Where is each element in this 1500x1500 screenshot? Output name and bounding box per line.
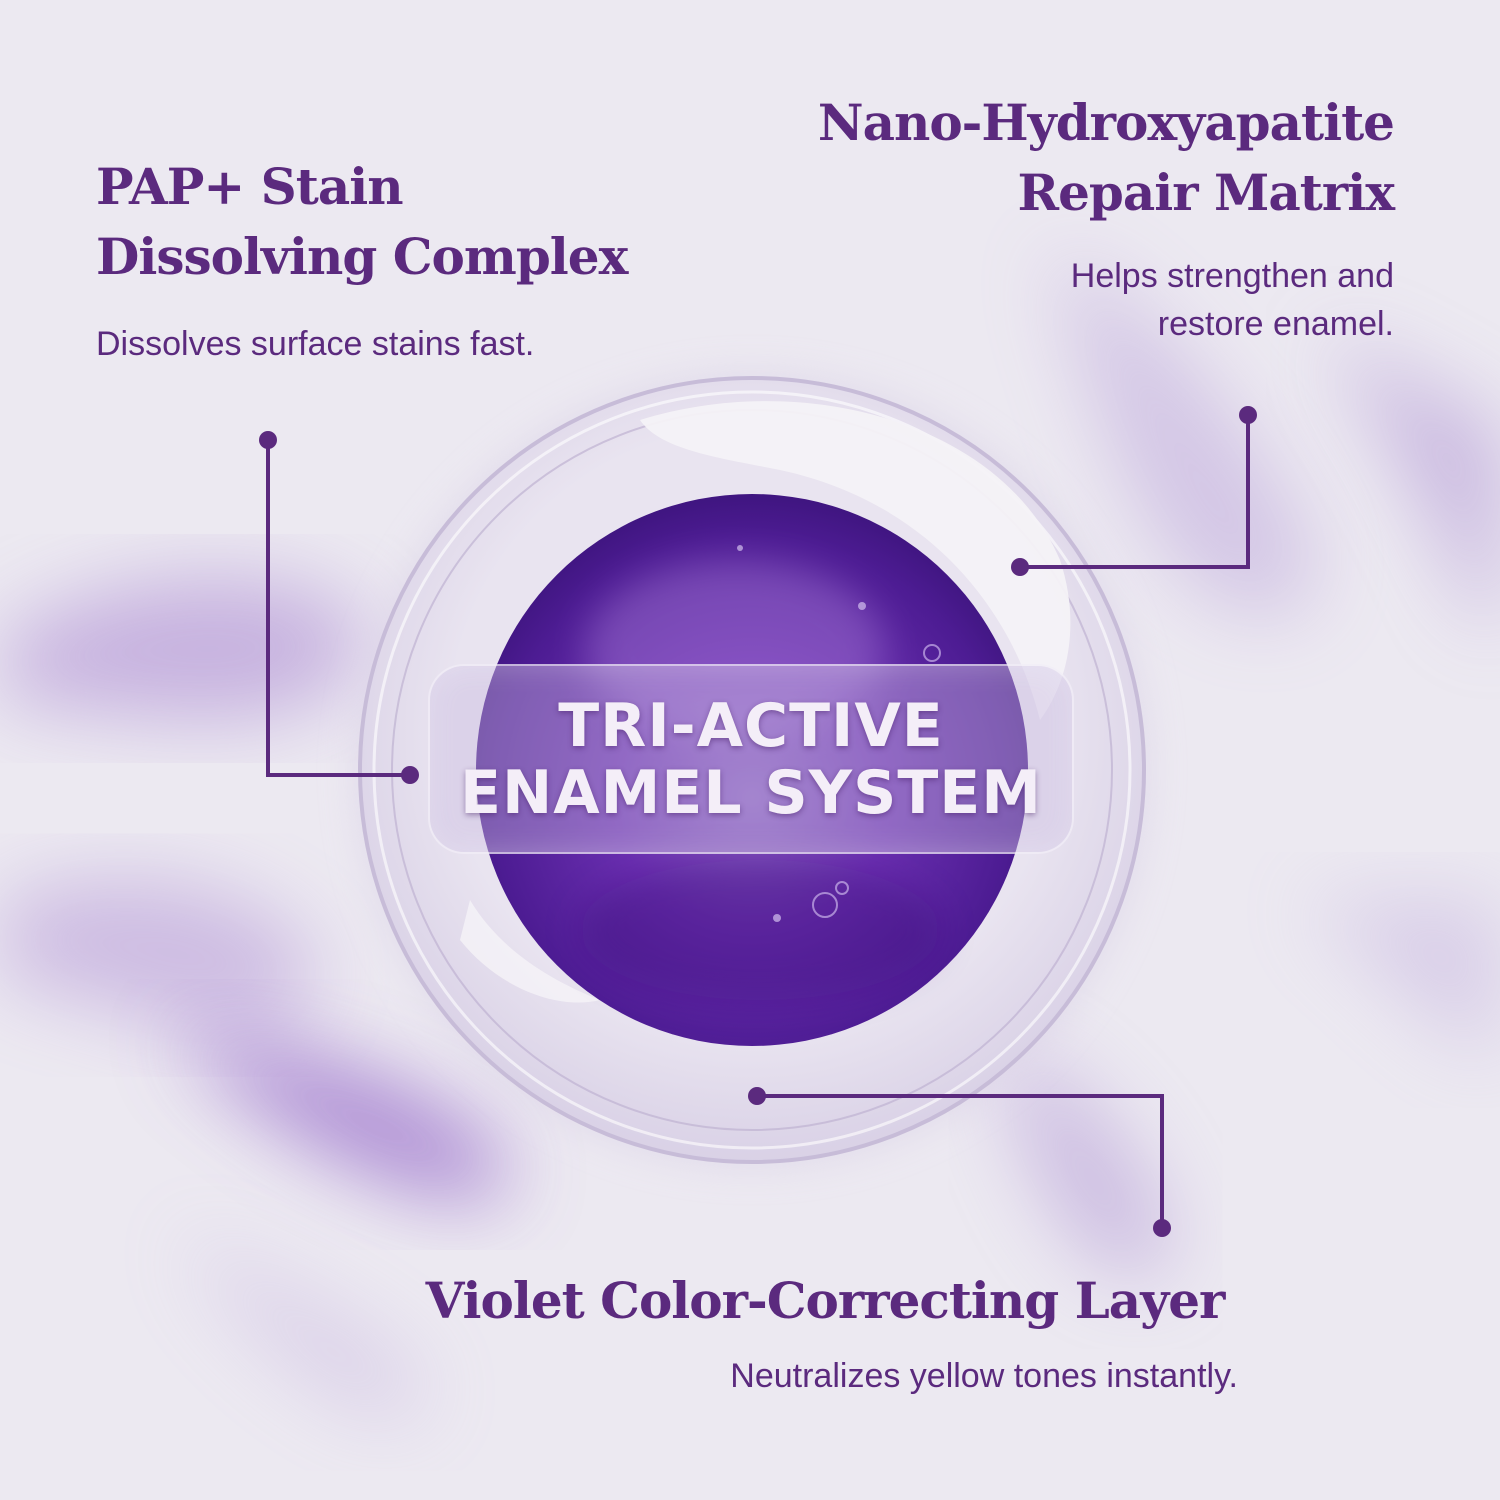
violet-feature-description: Neutralizes yellow tones instantly. <box>730 1357 1238 1395</box>
center-label-line2: ENAMEL SYSTEM <box>460 758 1042 828</box>
gel-dish <box>356 374 1148 1166</box>
pap-feature-title: PAP+ Stain Dissolving Complex <box>96 152 736 292</box>
connector-violet <box>748 1087 1171 1237</box>
pap-title-line1: PAP+ Stain <box>96 157 404 216</box>
center-label-panel: TRI-ACTIVE ENAMEL SYSTEM <box>428 664 1074 854</box>
connector-nano <box>1011 406 1257 576</box>
nano-description-line1: Helps strengthen and <box>1070 257 1394 295</box>
nano-title-line1: Nano-Hydroxyapatite <box>817 93 1395 152</box>
nano-feature-title: Nano-Hydroxyapatite Repair Matrix <box>694 88 1395 228</box>
pap-feature-description: Dissolves surface stains fast. <box>96 325 535 363</box>
purple-swirl-shapes <box>0 250 1500 1415</box>
pap-title-line2: Dissolving Complex <box>96 227 628 286</box>
nano-feature-description: Helps strengthen and restore enamel. <box>794 252 1394 348</box>
nano-description-line2: restore enamel. <box>1157 305 1394 343</box>
nano-title-line2: Repair Matrix <box>1017 163 1395 222</box>
violet-feature-title: Violet Color-Correcting Layer <box>425 1271 1226 1330</box>
connector-pap <box>259 431 419 784</box>
center-label-line1: TRI-ACTIVE <box>558 691 944 761</box>
